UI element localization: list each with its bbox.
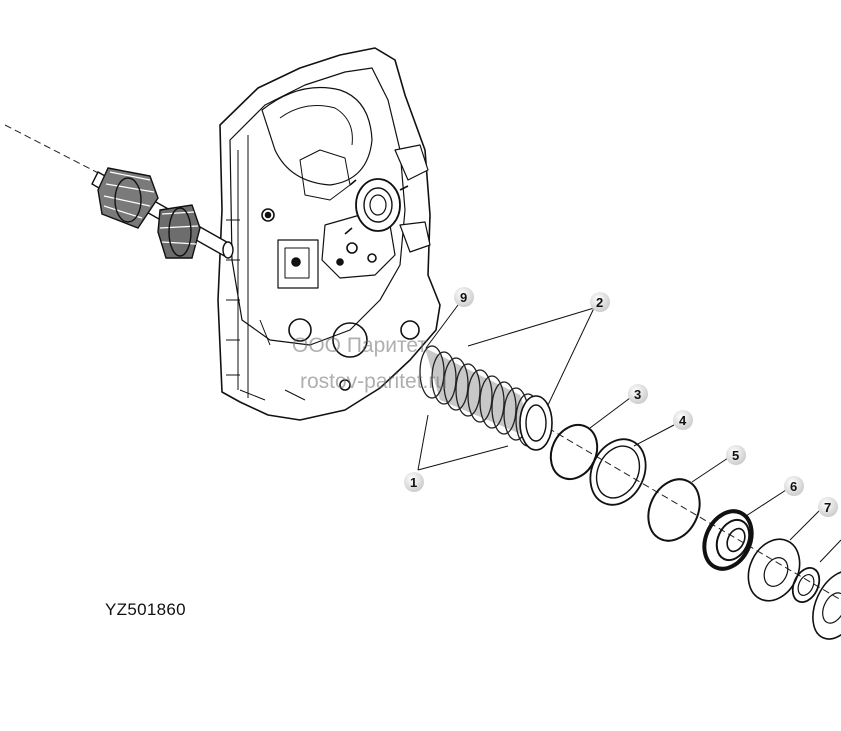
callout-9: 9: [454, 287, 474, 307]
callout-2: 2: [590, 292, 610, 312]
drawing-code: YZ501860: [105, 600, 186, 619]
transmission-housing: [217, 47, 441, 421]
callout-6: 6: [784, 476, 804, 496]
input-gear-large: [97, 167, 159, 229]
assembly-axis-right: [547, 427, 841, 601]
callout-3: 3: [628, 384, 648, 404]
svg-text:6: 6: [790, 479, 797, 494]
input-shaft-assembly: [91, 167, 234, 260]
svg-text:2: 2: [596, 295, 603, 310]
callout-balloons: 1 2 3 4 5 6 7 9: [404, 287, 838, 517]
ring-part-8: [791, 567, 821, 603]
watermark-line2: rostov-paritet.ru: [300, 370, 447, 393]
callout-4: 4: [673, 410, 693, 430]
disc-part-partial: [812, 570, 841, 640]
watermark-line1: ООО Паритет: [292, 334, 427, 357]
svg-text:1: 1: [410, 475, 417, 490]
svg-text:9: 9: [460, 290, 467, 305]
svg-text:4: 4: [679, 413, 687, 428]
svg-text:5: 5: [732, 448, 739, 463]
ring-part-4: [589, 438, 647, 506]
watermark: ООО Паритет rostov-paritet.ru: [292, 334, 447, 393]
svg-text:7: 7: [824, 500, 831, 515]
callout-5: 5: [726, 445, 746, 465]
callout-1: 1: [404, 472, 424, 492]
assembly-axis-left: [4, 124, 109, 179]
ring-part-5: [647, 478, 701, 542]
seal-part-6: [702, 509, 754, 571]
leader-lines: [417, 304, 841, 563]
callout-7: 7: [818, 497, 838, 517]
svg-text:3: 3: [634, 387, 641, 402]
spring-pack: [419, 345, 553, 451]
